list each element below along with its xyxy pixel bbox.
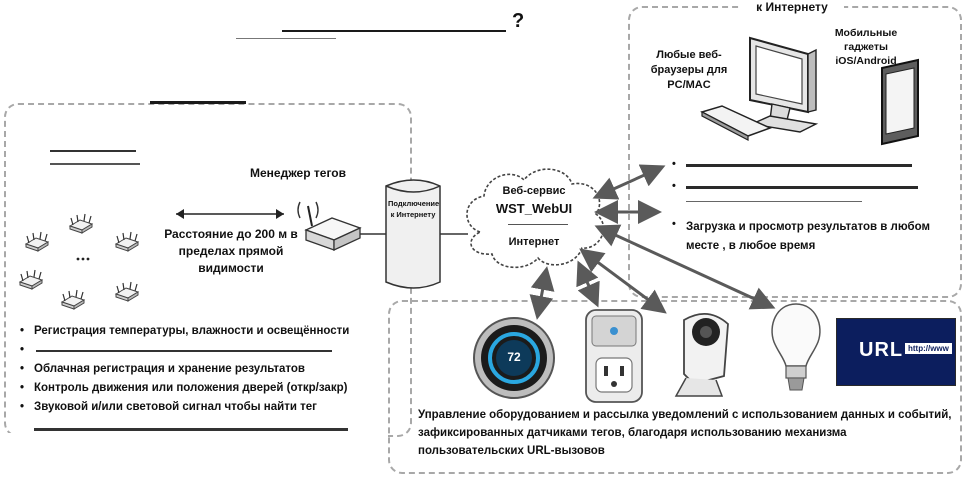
- top-question-mark: ?: [512, 10, 525, 32]
- sensors-title-rule-2: [50, 163, 140, 165]
- sensors-erased-line-2: [34, 428, 348, 431]
- clients-header: к Интернету: [740, 0, 844, 14]
- sensors-bullet: Регистрация температуры, влажности и осв…: [20, 322, 349, 341]
- sensors-bullet: Облачная регистрация и хранение результа…: [20, 360, 349, 379]
- erased-band-left: [0, 433, 388, 477]
- sensors-header-rule: [150, 101, 246, 104]
- sensors-erased-line-1: [36, 350, 332, 352]
- sensors-title-rule-1: [50, 150, 136, 152]
- sensors-bullet: Контроль движения или положения дверей (…: [20, 379, 349, 398]
- top-rule-1: [282, 30, 506, 32]
- clients-bullet-dot-1: •: [672, 158, 676, 170]
- cloud-service-label: Веб-сервис: [502, 185, 566, 197]
- cloud-name-rule: [508, 224, 568, 225]
- clients-erased-line-3: [686, 201, 862, 202]
- sensors-bullet: Звуковой и/или световой сигнал чтобы най…: [20, 398, 349, 417]
- browsers-label: Любые веб-браузеры для PC/MAC: [650, 49, 728, 91]
- sensor-dots: [76, 257, 90, 261]
- thermostat-display: 72: [507, 350, 521, 364]
- cloud-internet-label: Интернет: [508, 236, 560, 248]
- sensors-bullet-erased: [20, 341, 349, 360]
- devices-caption: Управление оборудованием и рассылка увед…: [418, 409, 952, 457]
- clients-erased-line-2: [686, 186, 918, 189]
- cloud-service-name: WST_WebUI: [495, 201, 573, 216]
- url-sign-small: http://www: [905, 343, 952, 354]
- clients-bullet-dot-3: •: [672, 218, 676, 230]
- tag-manager-label: Менеджер тегов: [250, 166, 346, 180]
- distance-text: Расстояние до 200 м в пределах прямой ви…: [164, 227, 298, 275]
- clients-bullet-visible: Загрузка и просмотр результатов в любом …: [686, 221, 930, 252]
- top-rule-2: [236, 38, 336, 39]
- url-sign-icon: URL http://www: [836, 318, 956, 386]
- mobile-label: Мобильные гаджеты iOS/Android: [834, 27, 898, 67]
- sensors-bullet-list: Регистрация температуры, влажности и осв…: [20, 322, 349, 417]
- clients-erased-line-1: [686, 164, 912, 167]
- url-sign-text: URL: [859, 339, 904, 361]
- gateway-label: Подключение к Интернету: [388, 199, 440, 219]
- clients-bullet-dot-2: •: [672, 180, 676, 192]
